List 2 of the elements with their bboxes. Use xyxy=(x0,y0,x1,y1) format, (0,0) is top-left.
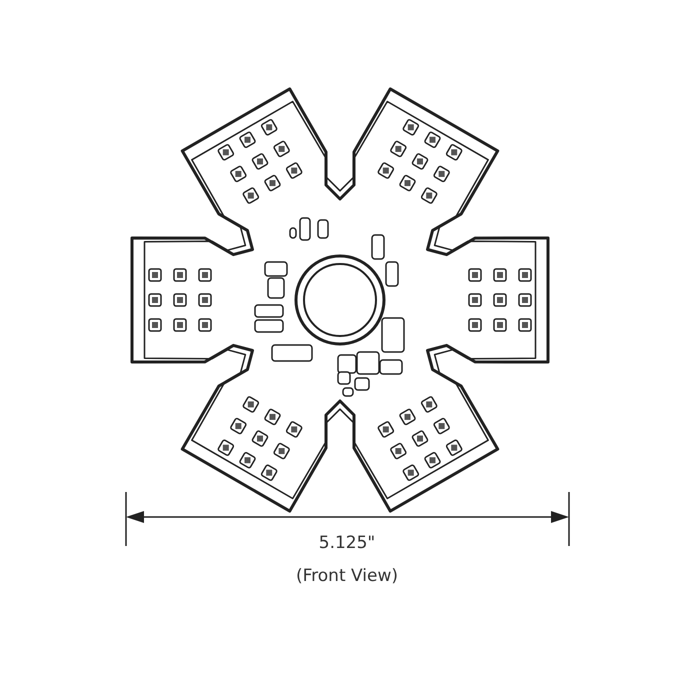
dimension-label: 5.125" xyxy=(318,533,376,553)
view-caption: (Front View) xyxy=(296,566,398,586)
